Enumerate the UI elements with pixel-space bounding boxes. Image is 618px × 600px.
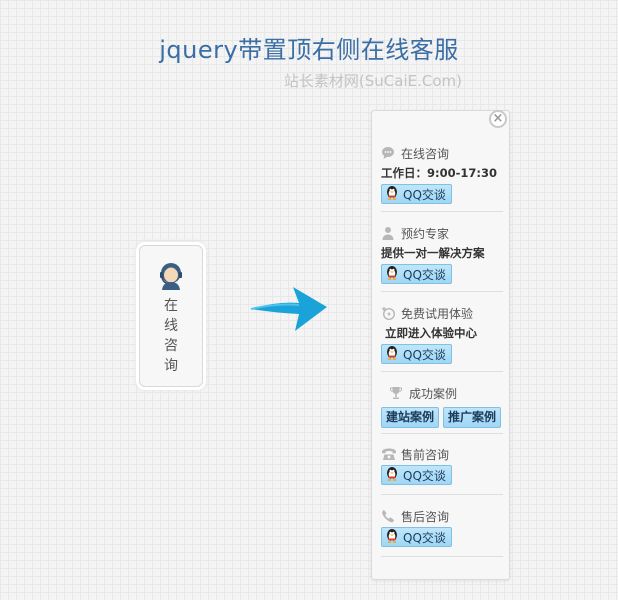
online-service-label: 在线咨询	[164, 298, 178, 374]
qq-chat-button[interactable]: QQ交谈	[381, 344, 452, 364]
qq-chat-button[interactable]: QQ交谈	[381, 264, 452, 284]
service-avatar-icon	[158, 262, 184, 294]
qq-chat-button[interactable]: QQ交谈	[381, 184, 452, 204]
qq-chat-button[interactable]: QQ交谈	[381, 465, 452, 485]
trial-plus-icon	[381, 306, 396, 321]
section-info: 立即进入体验中心	[385, 326, 477, 340]
expand-arrow-icon	[249, 283, 329, 337]
promotion-cases-button[interactable]: 推广案例	[443, 407, 502, 428]
qq-penguin-icon	[385, 466, 399, 484]
section-aftersales: 售后咨询 QQ交谈	[381, 508, 503, 557]
telephone-icon	[381, 447, 396, 461]
qq-chat-button[interactable]: QQ交谈	[381, 527, 452, 547]
section-title: 在线咨询	[401, 146, 450, 161]
section-online-consult: 在线咨询 工作日：9:00-17:30 QQ交谈	[381, 145, 503, 212]
qq-chat-label: QQ交谈	[403, 347, 446, 362]
expert-person-icon	[381, 226, 395, 240]
section-success-cases: 成功案例 建站案例 推广案例	[381, 385, 503, 434]
qq-penguin-icon	[385, 528, 399, 546]
website-cases-button[interactable]: 建站案例	[381, 407, 440, 428]
qq-chat-label: QQ交谈	[403, 187, 446, 202]
section-title: 售前咨询	[401, 447, 450, 462]
section-expert: 预约专家 提供一对一解决方案 QQ交谈	[381, 225, 503, 292]
qq-chat-label: QQ交谈	[403, 468, 446, 483]
section-info: 提供一对一解决方案	[381, 246, 485, 260]
qq-penguin-icon	[385, 185, 399, 203]
section-title: 预约专家	[401, 226, 450, 241]
section-free-trial: 免费试用体验 立即进入体验中心 QQ交谈	[381, 305, 503, 372]
qq-penguin-icon	[385, 265, 399, 283]
section-info: 工作日：9:00-17:30	[381, 166, 497, 180]
qq-chat-label: QQ交谈	[403, 267, 446, 282]
section-presales: 售前咨询 QQ交谈	[381, 446, 503, 495]
online-service-tab[interactable]: 在线咨询	[139, 245, 203, 387]
page-subtitle: 站长素材网(SuCaiE.Com)	[283, 72, 462, 90]
qq-chat-label: QQ交谈	[403, 530, 446, 545]
close-icon[interactable]: ×	[489, 110, 507, 128]
page-title: jquery带置顶右侧在线客服	[159, 36, 459, 64]
section-title: 成功案例	[409, 386, 458, 401]
section-title: 免费试用体验	[401, 306, 474, 321]
trophy-icon	[389, 386, 403, 400]
phone-handset-icon	[381, 509, 395, 523]
qq-penguin-icon	[385, 345, 399, 363]
section-title: 售后咨询	[401, 509, 450, 524]
chat-bubble-icon	[381, 146, 395, 160]
